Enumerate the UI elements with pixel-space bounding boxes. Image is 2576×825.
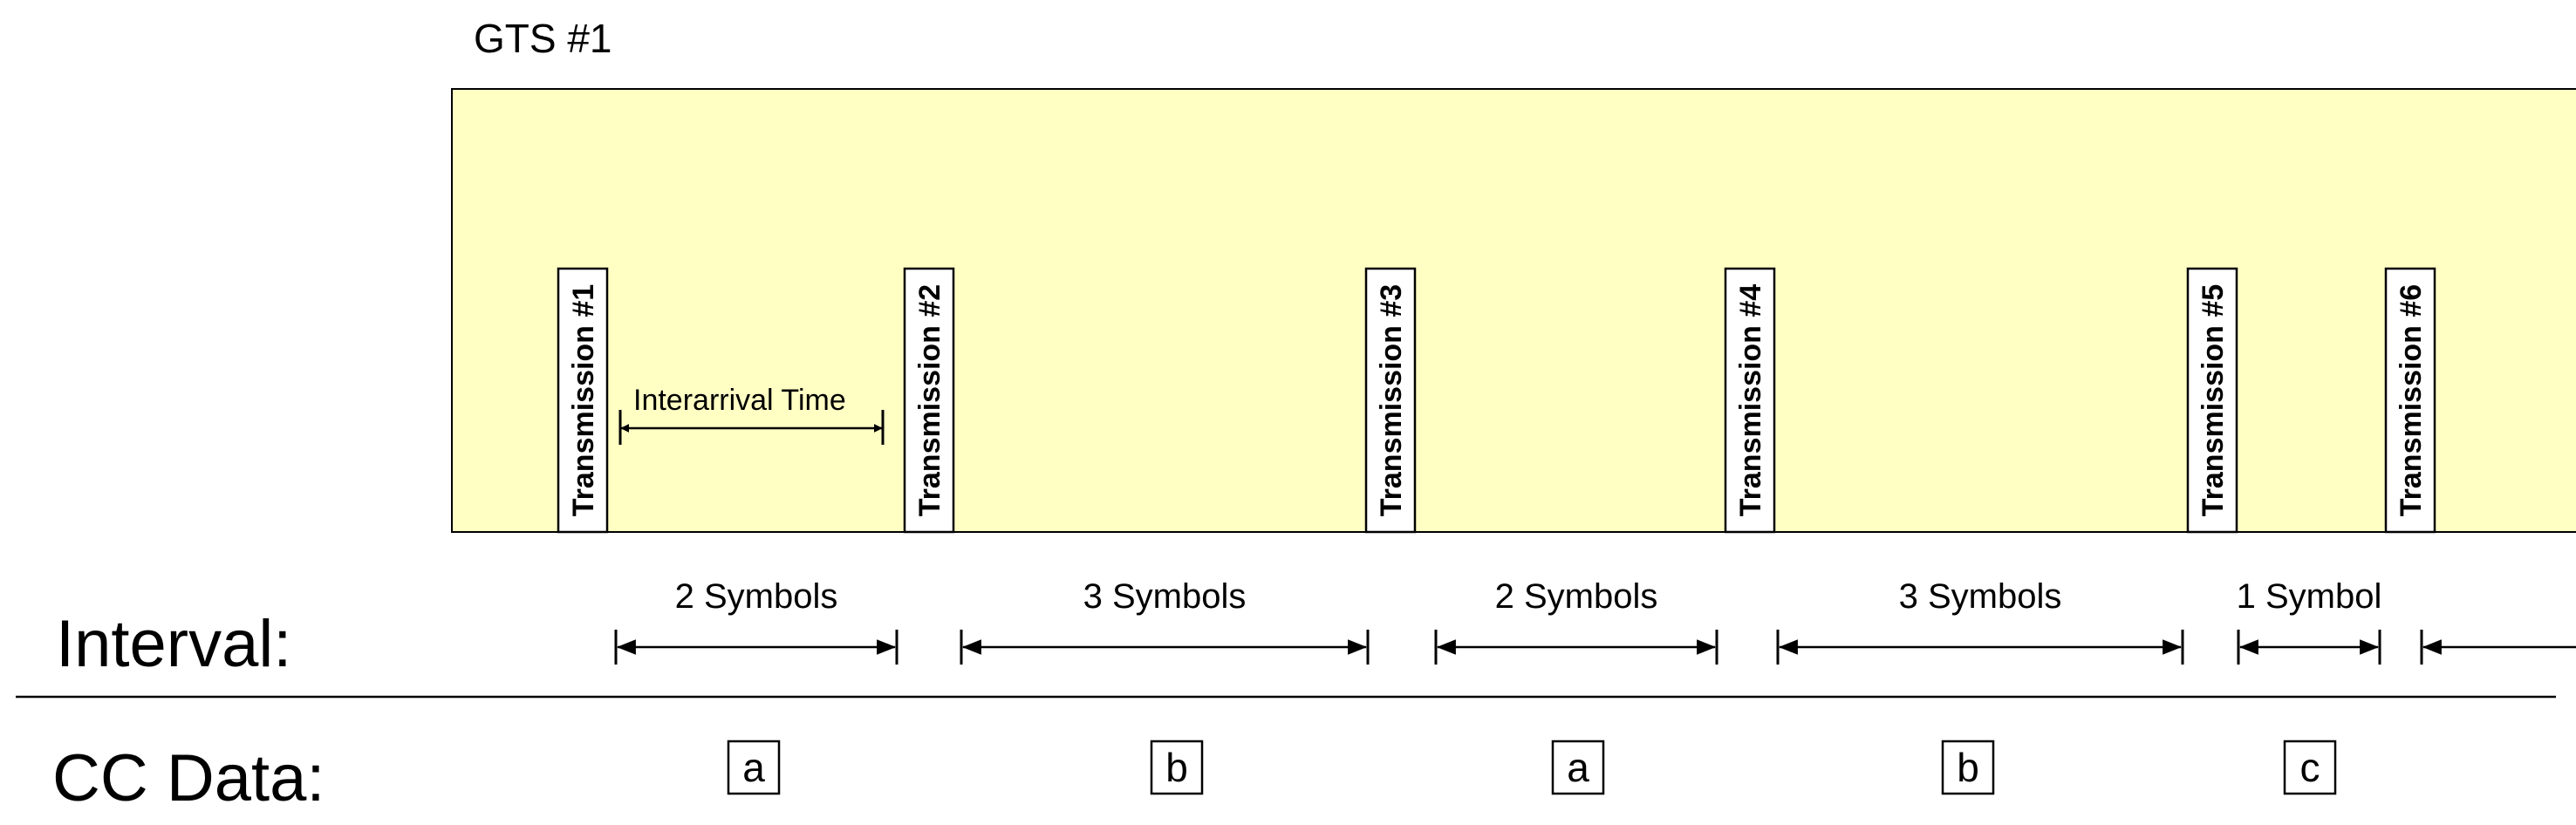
cc-data-box: [2283, 740, 2337, 795]
cc-data-row-label: CC Data:: [52, 741, 325, 815]
transmission-label: Transmission #1: [567, 284, 600, 516]
cc-data-value: b: [1957, 745, 1979, 790]
cc-data-box: [727, 740, 781, 795]
transmission-label: Transmission #3: [1375, 284, 1408, 516]
interarrival-time-label: Interarrival Time: [633, 384, 846, 417]
transmission-box: [1364, 267, 1417, 534]
cc-data-value: a: [1567, 745, 1589, 790]
transmission-box: [2384, 267, 2436, 534]
cc-data-box: [1150, 740, 1204, 795]
interval-label: 2 Symbols: [1495, 577, 1658, 616]
gts-region: [451, 88, 2576, 533]
transmission-label: Transmission #6: [2395, 284, 2428, 516]
transmission-label: Transmission #2: [913, 284, 946, 516]
transmission-box: [2186, 267, 2238, 534]
transmissions-group: Transmission #1 Transmission #2 Transmissi…: [557, 267, 2436, 534]
intervals-group: 2 Symbols 3 Symbols 2 Symbols 3 Symbols 1 Sy…: [614, 577, 2382, 665]
cc-data-value: c: [2300, 745, 2320, 790]
interval-label: 2 Symbols: [675, 577, 838, 616]
interval-label: 3 Symbols: [1083, 577, 1247, 616]
gts-title: GTS #1: [474, 16, 612, 61]
interval-row-label: Interval:: [56, 607, 291, 681]
transmission-box: [903, 267, 955, 534]
transmission-label: Transmission #4: [1734, 284, 1767, 517]
cc-data-box: [1941, 740, 1995, 795]
interval-label: 1 Symbol: [2237, 577, 2382, 616]
cc-data-value: a: [742, 745, 765, 790]
transmission-label: Transmission #5: [2197, 284, 2230, 516]
transmission-box: [557, 267, 609, 534]
transmission-box: [1724, 267, 1776, 534]
cc-data-box: [1551, 740, 1605, 795]
cc-data-value: b: [1165, 745, 1188, 790]
interval-label: 3 Symbols: [1899, 577, 2062, 616]
